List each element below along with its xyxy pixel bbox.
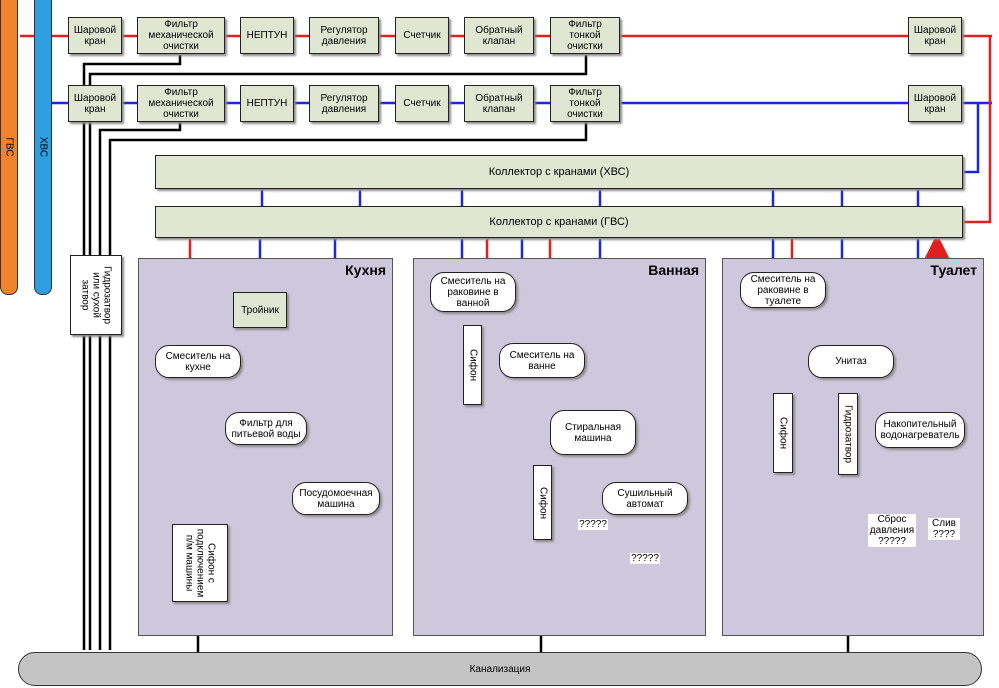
bath-bath-mixer[interactable]: Смеситель на ванне [499, 343, 585, 378]
room-toilet-title: Туалет [930, 262, 977, 278]
kitchen-tee[interactable]: Тройник [233, 292, 287, 328]
cold-meter[interactable]: Счетчик [395, 85, 449, 122]
bath-dryer-drain-note: ????? [630, 553, 660, 564]
bath-washer[interactable]: Стиральная машина [550, 410, 636, 455]
bath-siphon-bath[interactable]: Сифон [533, 465, 552, 540]
hot-mech-filter[interactable]: Фильтр механической очистки [137, 17, 225, 54]
drain-fine-filter-cold [108, 120, 588, 650]
toilet-drain-note: Слив ???? [928, 518, 960, 540]
hot-fine-filter[interactable]: Фильтр тонкой очистки [550, 17, 620, 54]
drain-mech-filter-cold [98, 120, 182, 650]
bath-sink-mixer[interactable]: Смеситель на раковине в ванной [430, 272, 516, 312]
kitchen-drink-filter[interactable]: Фильтр для питьевой воды [225, 412, 307, 445]
kitchen-siphon[interactable]: Сифон с подключением п/м машины [172, 524, 228, 602]
hot-collector[interactable]: Коллектор с кранами (ГВС) [155, 206, 963, 238]
cold-check-valve[interactable]: Обратный клапан [464, 85, 534, 122]
toilet-water-heater[interactable]: Накопительный водонагреватель [875, 412, 965, 448]
hot-supply-label: ГВС [3, 137, 15, 157]
hot-meter[interactable]: Счетчик [395, 17, 449, 54]
kitchen-siphon-label: Сифон с подключением п/м машины [183, 528, 217, 598]
hot-supply-pipe: ГВС [0, 0, 18, 295]
main-trap[interactable]: Гидрозатвор или сухой затвор [70, 255, 122, 335]
bath-siphon-sink-label: Сифон [467, 348, 478, 382]
cold-ball-valve[interactable]: Шаровой кран [68, 85, 122, 122]
sewer-label: Канализация [469, 663, 531, 675]
cold-to-collector [964, 103, 980, 174]
hot-neptun[interactable]: НЕПТУН [240, 17, 294, 54]
cold-supply-pipe: ХВС [34, 0, 52, 295]
toilet-siphon[interactable]: Сифон [773, 393, 793, 473]
kitchen-mixer[interactable]: Смеситель на кухне [155, 345, 241, 378]
hot-ball-valve-end[interactable]: Шаровой кран [908, 17, 962, 54]
main-trap-label: Гидрозатвор или сухой затвор [79, 265, 113, 325]
room-bath-title: Ванная [648, 262, 699, 278]
bath-siphon-sink[interactable]: Сифон [463, 325, 482, 405]
bath-siphon-bath-label: Сифон [537, 486, 548, 519]
toilet-bowl[interactable]: Унитаз [808, 345, 894, 378]
kitchen-dishwasher[interactable]: Посудомоечная машина [292, 482, 380, 515]
cold-supply-label: ХВС [37, 136, 49, 158]
cold-fine-filter[interactable]: Фильтр тонкой очистки [550, 85, 620, 122]
cold-collector[interactable]: Коллектор с кранами (ХВС) [155, 155, 963, 189]
toilet-siphon-label: Сифон [777, 416, 789, 450]
sewer-pipe: Канализация [18, 652, 982, 686]
room-kitchen-title: Кухня [345, 262, 386, 278]
cold-neptun[interactable]: НЕПТУН [240, 85, 294, 122]
cold-mech-filter[interactable]: Фильтр механической очистки [137, 85, 225, 122]
toilet-sink-mixer[interactable]: Смеситель на раковине в туалете [740, 272, 826, 308]
cold-pressure-regulator[interactable]: Регулятор давления [309, 85, 379, 122]
hot-to-collector [964, 36, 992, 224]
bath-washer-drain-note: ????? [578, 519, 608, 530]
cold-ball-valve-end[interactable]: Шаровой кран [908, 85, 962, 122]
hot-ball-valve[interactable]: Шаровой кран [68, 17, 122, 54]
toilet-trap-label: Гидрозатвор [842, 404, 854, 464]
hot-pressure-regulator[interactable]: Регулятор давления [309, 17, 379, 54]
drain-fine-filter-hot [88, 55, 588, 650]
bath-dryer[interactable]: Сушильный автомат [602, 482, 688, 515]
hot-check-valve[interactable]: Обратный клапан [464, 17, 534, 54]
toilet-trap[interactable]: Гидрозатвор [838, 393, 858, 475]
toilet-pressure-relief-note: Сброс давления ????? [868, 514, 916, 547]
drain-mech-filter-hot [82, 55, 182, 650]
